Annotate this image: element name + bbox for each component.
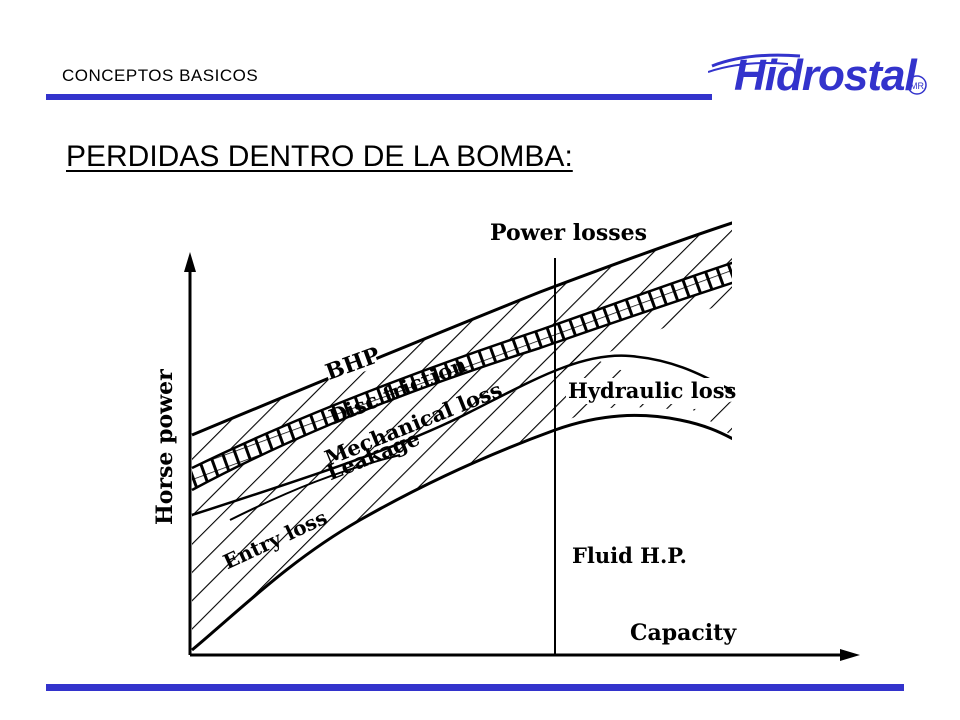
fluid-hp-label: Fluid H.P.	[572, 543, 687, 568]
header-rule	[46, 94, 712, 100]
hydraulic-loss-label: Hydraulic loss	[568, 378, 736, 403]
mechanical-leakage-band	[192, 282, 732, 515]
disc-friction-band	[192, 262, 732, 490]
y-axis-arrow	[184, 252, 196, 272]
power-losses-diagram: Power losses Capacity Horse power BHP Di…	[150, 205, 870, 670]
page-title: PERDIDAS DENTRO DE LA BOMBA:	[66, 140, 573, 173]
power-losses-label: Power losses	[490, 220, 647, 246]
x-axis-arrow	[840, 649, 860, 661]
section-label: CONCEPTOS BASICOS	[62, 66, 259, 85]
footer-rule	[46, 684, 904, 691]
entry-loss-band	[192, 375, 555, 650]
y-axis-label: Horse power	[152, 369, 178, 525]
brand-logo-graphic: Hidrostal MR	[708, 51, 927, 100]
x-axis-label: Capacity	[630, 620, 737, 646]
brand-wordmark: Hidrostal	[734, 51, 917, 100]
brand-registered-mark: MR	[910, 81, 924, 91]
brand-logo: Hidrostal MR	[708, 40, 933, 106]
diagram-canvas: Power losses Capacity Horse power BHP Di…	[152, 220, 860, 661]
